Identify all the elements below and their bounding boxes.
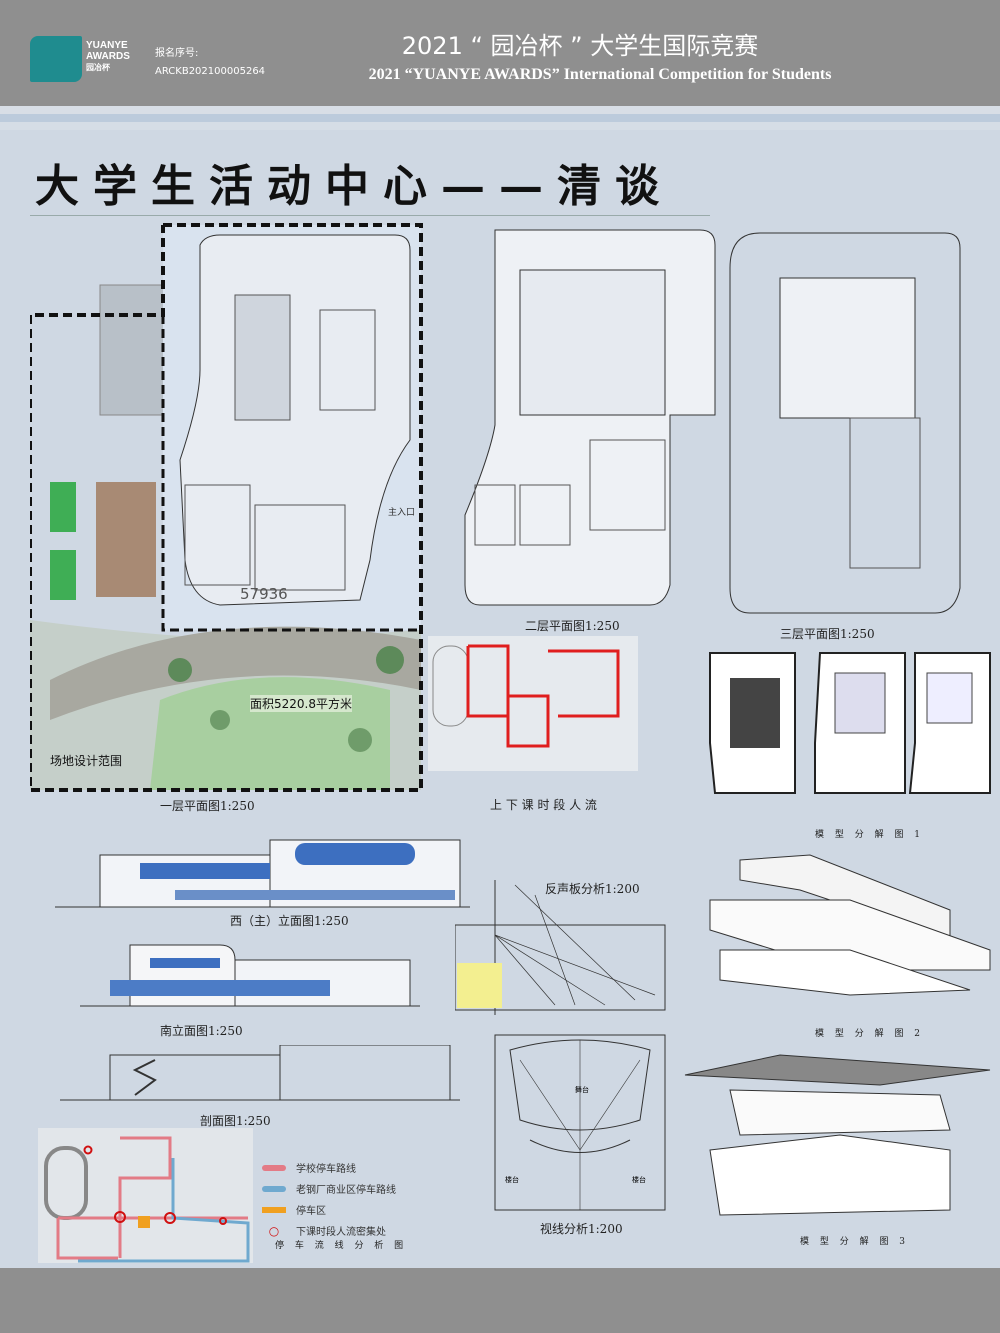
red-circle-icon: ○ <box>268 1223 280 1238</box>
title-underline <box>30 215 710 216</box>
yuanye-logo <box>30 36 82 82</box>
parking-legend: 学校停车路线 老钢厂商业区停车路线 停车区 ○下课时段人流密集处 <box>262 1160 396 1244</box>
site-number: 57936 <box>240 585 288 603</box>
sight-line-analysis <box>494 1034 666 1211</box>
legend-crowd-point: ○下课时段人流密集处 <box>262 1223 396 1239</box>
divider <box>0 122 1000 130</box>
parking-caption: 停 车 流 线 分 析 图 <box>275 1241 408 1251</box>
south-elevation <box>80 944 420 1007</box>
site-boundary-label: 场地设计范围 <box>50 754 123 768</box>
model-diagram-1 <box>709 652 991 794</box>
south-elevation-caption: 南立面图1:250 <box>160 1024 243 1038</box>
project-title: 大学生活动中心——清谈 <box>35 161 673 212</box>
floor2-caption: 二层平面图1:250 <box>525 619 620 633</box>
section-drawing <box>60 1045 460 1101</box>
site-area-label: 面积5220.8平方米 <box>250 695 352 712</box>
registration-label: 报名序号: <box>155 48 199 59</box>
sight-label: 楼台 <box>632 1176 646 1184</box>
flow-caption: 上 下 课 时 段 人 流 <box>490 798 597 812</box>
pink-line-swatch <box>262 1164 286 1171</box>
reflector-caption: 反声板分析1:200 <box>545 882 640 896</box>
main-entrance-label: 主入口 <box>388 508 416 518</box>
sight-caption: 视线分析1:200 <box>540 1222 623 1236</box>
west-elevation-caption: 西（主）立面图1:250 <box>230 914 349 928</box>
parking-flow-map <box>38 1128 253 1263</box>
model1-caption: 模 型 分 解 图 1 <box>815 830 925 840</box>
model3-caption: 模 型 分 解 图 3 <box>800 1237 910 1247</box>
sight-label: 楼台 <box>505 1176 519 1184</box>
blue-line-swatch <box>262 1185 286 1192</box>
registration-number: ARCKB202100005264 <box>155 66 266 77</box>
model-diagram-2 <box>709 854 991 996</box>
sight-label: 舞台 <box>575 1086 589 1094</box>
footer-bar <box>0 1268 1000 1333</box>
reflector-analysis <box>455 880 666 1015</box>
floor1-caption: 一层平面图1:250 <box>160 799 255 813</box>
competition-title-en: 2021 “YUANYE AWARDS” International Compe… <box>368 66 832 83</box>
class-break-flow-map <box>428 636 638 771</box>
first-floor-plan <box>30 223 423 792</box>
section-caption: 剖面图1:250 <box>200 1114 271 1128</box>
third-floor-plan <box>729 232 961 614</box>
model-diagram-3 <box>684 1054 991 1216</box>
orange-bar-swatch <box>262 1206 286 1213</box>
west-elevation <box>55 839 470 908</box>
divider <box>0 106 1000 114</box>
model2-caption: 模 型 分 解 图 2 <box>815 1029 925 1039</box>
competition-title-cn: 2021 “ 园冶杯 ” 大学生国际竞赛 <box>401 32 759 60</box>
second-floor-plan <box>464 229 716 606</box>
legend-school-route: 学校停车路线 <box>262 1160 396 1175</box>
floor3-caption: 三层平面图1:250 <box>780 627 875 641</box>
legend-parking-area: 停车区 <box>262 1202 396 1217</box>
divider <box>0 114 1000 122</box>
header-bar <box>0 0 1000 106</box>
legend-commercial-route: 老钢厂商业区停车路线 <box>262 1181 396 1196</box>
